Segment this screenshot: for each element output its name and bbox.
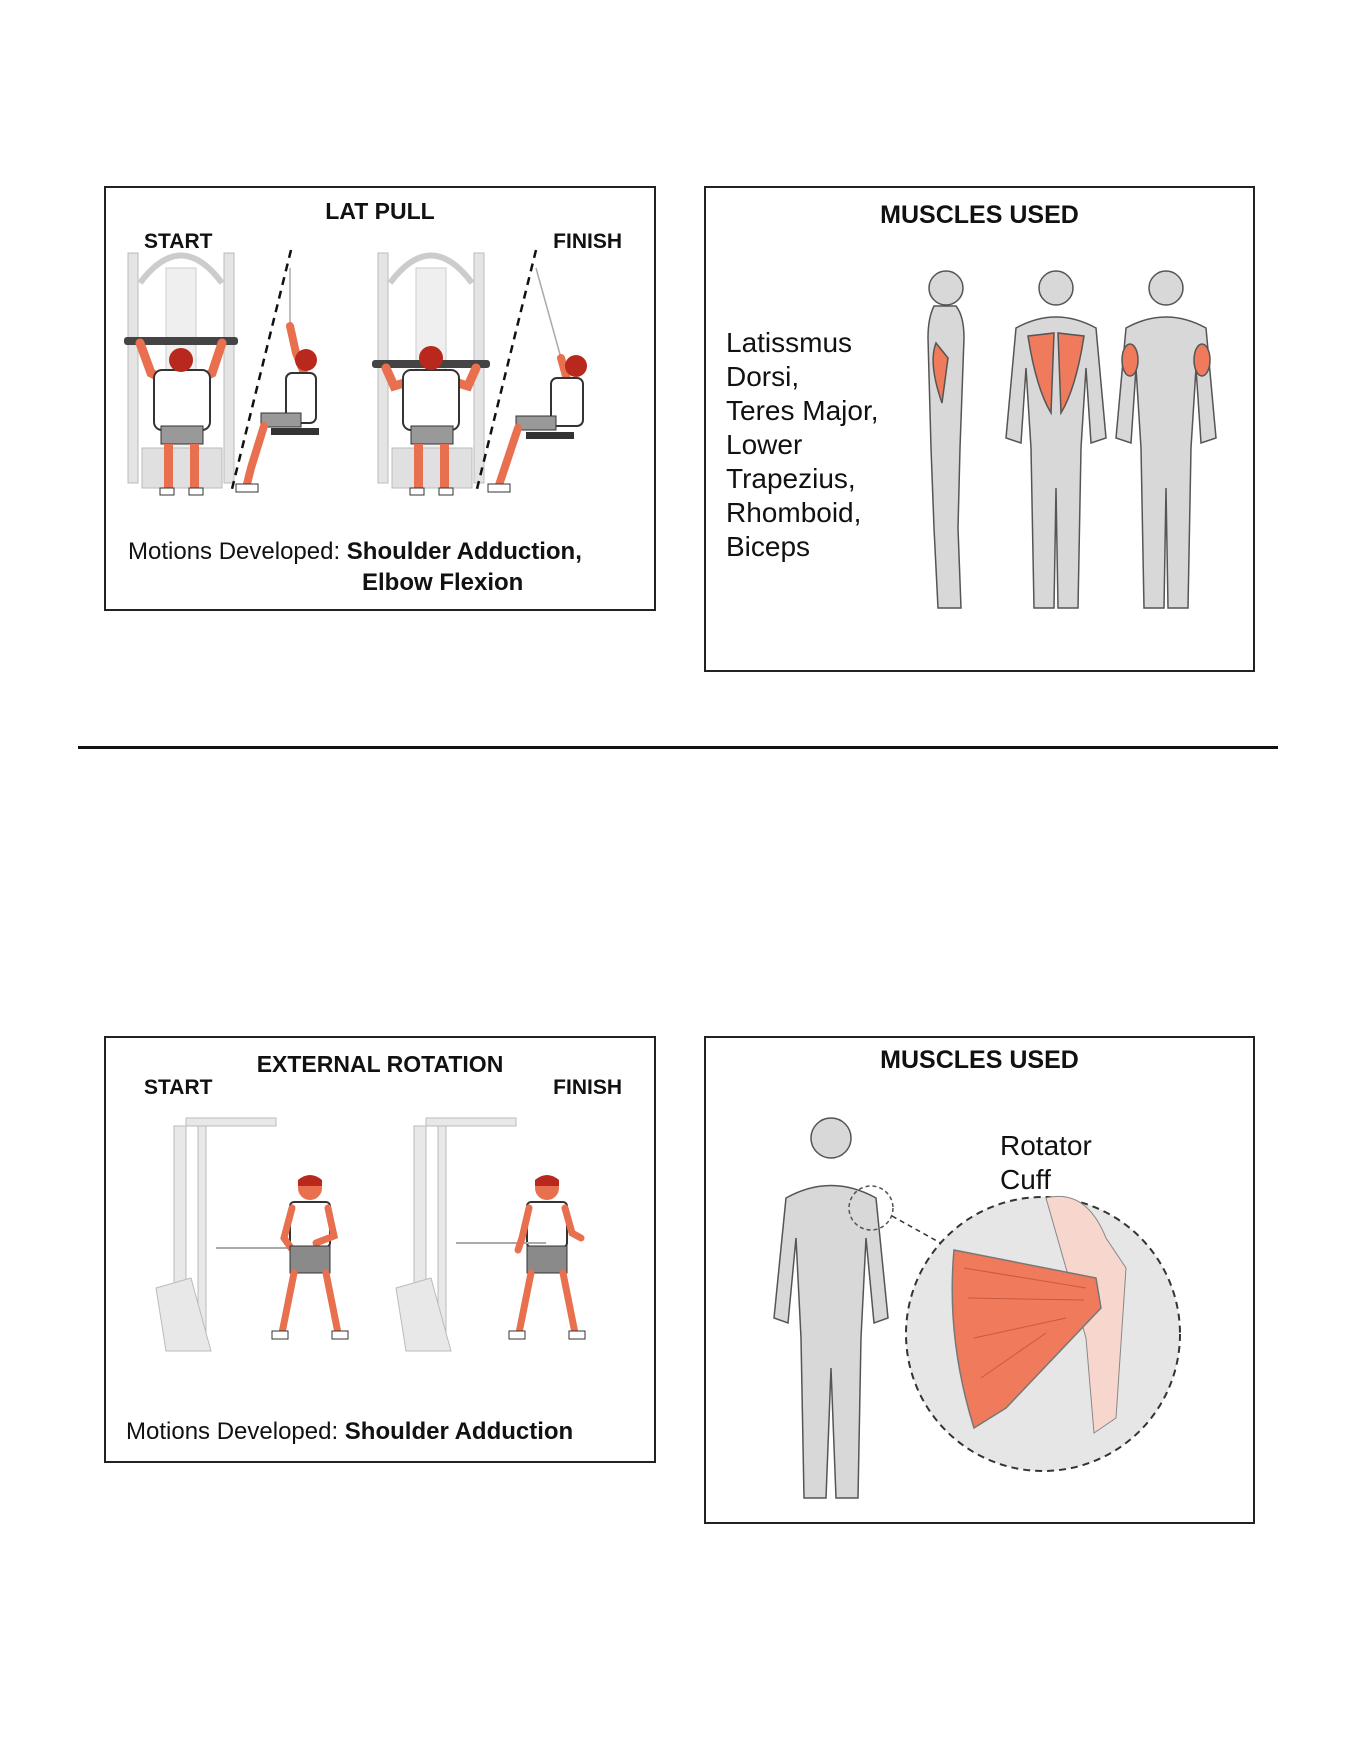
lat-pull-muscles-panel: MUSCLES USED Latissmus Dorsi, Teres Majo…	[704, 186, 1255, 672]
section-divider	[78, 746, 1278, 749]
external-rotation-exercise-panel: EXTERNAL ROTATION START FINISH	[104, 1036, 656, 1463]
rotator-cuff-closeup	[906, 1196, 1180, 1471]
person-start-side	[236, 268, 319, 492]
person-rotation-finish	[456, 1175, 585, 1339]
lat-pull-exercise-panel: LAT PULL START FINISH	[104, 186, 656, 611]
anatomy-side-view	[928, 271, 964, 608]
anatomy-front-view	[1116, 271, 1216, 608]
motions-line1: Shoulder Adduction,	[347, 538, 582, 565]
motions-line2: Elbow Flexion	[362, 569, 523, 596]
cable-tower-finish	[396, 1118, 516, 1351]
rotator-cuff-figure	[706, 1038, 1257, 1526]
external-rotation-muscles-panel: MUSCLES USED Rotator Cuff	[704, 1036, 1255, 1524]
anatomy-figures	[706, 188, 1257, 674]
motions-developed-line2: Elbow Flexion	[362, 567, 523, 598]
person-rotation-start	[216, 1175, 348, 1339]
motions-prefix: Motions Developed:	[126, 1418, 338, 1445]
motions-developed: Motions Developed: Shoulder Adduction	[126, 1416, 573, 1447]
cable-tower-start	[156, 1118, 276, 1351]
motions-line1: Shoulder Adduction	[345, 1418, 573, 1445]
person-finish-side	[488, 268, 587, 492]
anatomy-front-body	[774, 1118, 888, 1498]
motions-prefix: Motions Developed:	[128, 538, 340, 565]
motions-developed: Motions Developed: Shoulder Adduction,	[128, 536, 582, 567]
external-rotation-illustration	[106, 1038, 658, 1465]
anatomy-back-view	[1006, 271, 1106, 608]
